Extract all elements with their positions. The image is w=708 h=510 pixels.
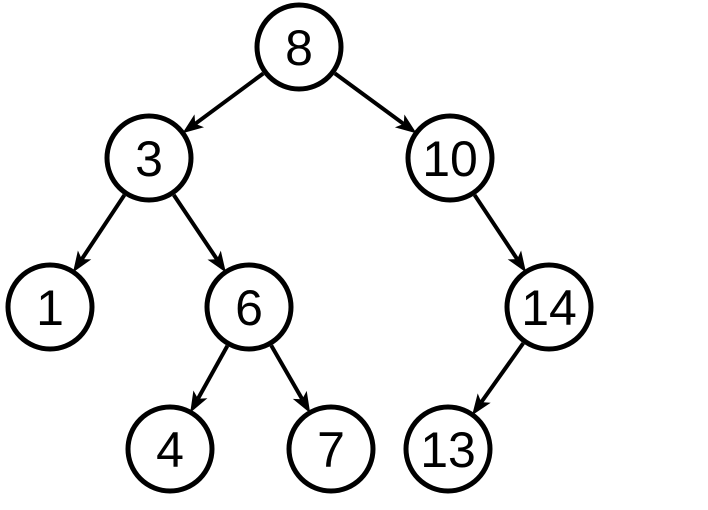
tree-node-label-6: 6 — [235, 280, 263, 336]
edge-6-to-4 — [196, 344, 230, 400]
tree-node-14 — [504, 262, 594, 352]
tree-node-label-8: 8 — [285, 20, 313, 76]
tree-node-label-13: 13 — [420, 422, 476, 478]
arrowhead-3-to-6 — [207, 250, 226, 273]
arrowhead-8-to-10 — [394, 114, 417, 134]
edge-8-to-3 — [194, 71, 265, 126]
edge-14-to-13 — [479, 342, 525, 404]
tree-node-label-3: 3 — [135, 131, 163, 187]
edge-3-to-1 — [80, 193, 127, 261]
tree-node-label-14: 14 — [521, 280, 577, 336]
tree-node-label-4: 4 — [156, 422, 184, 478]
tree-node-label-7: 7 — [317, 422, 345, 478]
tree-node-label-1: 1 — [36, 280, 64, 336]
arrowhead-8-to-3 — [182, 114, 204, 134]
tree-node-1 — [5, 262, 95, 352]
tree-node-13 — [403, 404, 493, 494]
tree-node-8 — [254, 2, 344, 92]
tree-node-3 — [104, 113, 194, 203]
tree-node-7 — [286, 404, 376, 494]
edge-6-to-7 — [269, 344, 304, 401]
arrowhead-14-to-13 — [472, 393, 491, 416]
tree-node-4 — [125, 404, 215, 494]
edge-10-to-14 — [472, 193, 519, 261]
edge-3-to-6 — [172, 193, 219, 261]
arrowhead-6-to-4 — [190, 390, 208, 413]
tree-node-6 — [204, 262, 294, 352]
edge-8-to-10 — [333, 71, 405, 126]
arrowhead-6-to-7 — [292, 390, 311, 414]
tree-node-label-10: 10 — [422, 131, 478, 187]
arrowhead-3-to-1 — [73, 250, 92, 273]
arrowhead-10-to-14 — [507, 250, 526, 273]
tree-node-10 — [405, 113, 495, 203]
